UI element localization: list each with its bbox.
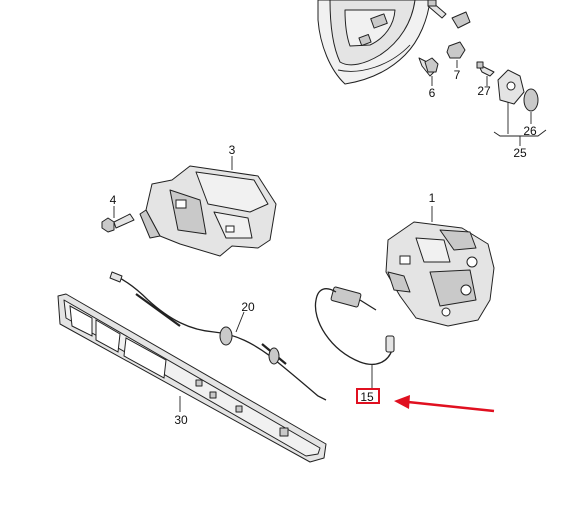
top-bolt bbox=[427, 0, 447, 19]
cable-20 bbox=[109, 271, 327, 401]
callout-15: 15 bbox=[360, 390, 374, 404]
nut-7 bbox=[446, 41, 466, 68]
top-nut bbox=[451, 11, 471, 29]
callout-7: 7 bbox=[454, 68, 461, 82]
callout-27: 27 bbox=[477, 84, 491, 98]
highlight-box bbox=[356, 388, 380, 404]
callout-6: 6 bbox=[429, 86, 436, 100]
callout-1: 1 bbox=[429, 191, 436, 205]
bolt-6 bbox=[418, 57, 439, 86]
cable-15 bbox=[314, 286, 395, 390]
bolt-4 bbox=[101, 206, 135, 233]
door-shell bbox=[317, 0, 431, 85]
red-arrow-icon bbox=[394, 395, 495, 413]
callout-30: 30 bbox=[174, 413, 188, 427]
screw-27 bbox=[476, 61, 495, 86]
callout-4: 4 bbox=[110, 193, 117, 207]
trim-panel-30 bbox=[57, 293, 327, 463]
bracket-3 bbox=[139, 156, 277, 257]
callout-25: 25 bbox=[513, 146, 527, 160]
callout-20: 20 bbox=[241, 300, 255, 314]
door-lock-1 bbox=[385, 206, 495, 327]
callout-3: 3 bbox=[229, 143, 236, 157]
callout-26: 26 bbox=[523, 124, 537, 138]
striker-plate-25 bbox=[493, 69, 547, 146]
